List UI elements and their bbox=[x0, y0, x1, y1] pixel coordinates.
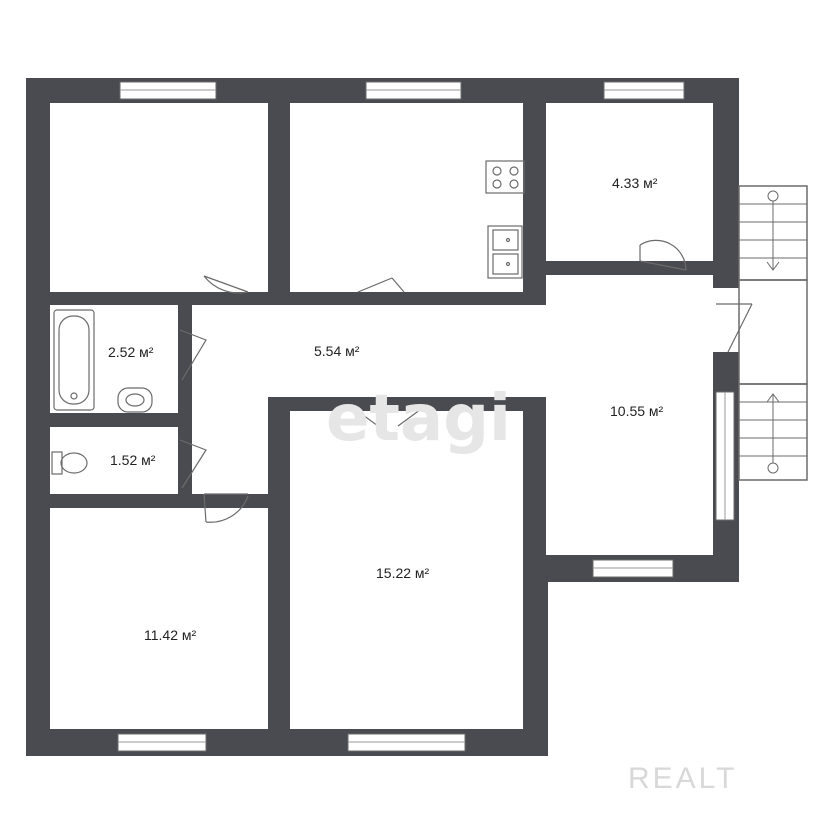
stairs-bottom bbox=[738, 383, 808, 481]
washbasin-icon bbox=[117, 387, 153, 413]
area-small-room: 4.33 м² bbox=[612, 175, 658, 191]
floor-toilet bbox=[50, 427, 178, 494]
stairs-top bbox=[738, 185, 808, 281]
floor-kitchen bbox=[290, 103, 523, 292]
realt-logo: REALT bbox=[628, 762, 737, 795]
sink-icon bbox=[487, 225, 523, 279]
door-toilet bbox=[179, 439, 207, 489]
floor-bedroom-bottom-left bbox=[50, 508, 268, 729]
window-sash-lines bbox=[118, 89, 726, 743]
doors bbox=[179, 239, 753, 523]
door-small-room bbox=[639, 239, 687, 271]
watermark: etagi bbox=[326, 382, 511, 456]
floor-living-room bbox=[290, 411, 523, 729]
door-bathroom bbox=[179, 329, 207, 381]
opening-vestibule bbox=[713, 288, 739, 352]
floor-corridor-vertical bbox=[192, 305, 268, 494]
door-entrance bbox=[716, 303, 753, 353]
floor-corridor bbox=[268, 305, 546, 397]
area-bathroom: 2.52 м² bbox=[108, 344, 154, 360]
area-living-room: 15.22 м² bbox=[376, 565, 430, 581]
door-bedroom-top-left bbox=[203, 275, 249, 294]
floor-bedroom-top-left bbox=[50, 103, 268, 292]
bathtub-icon bbox=[53, 309, 95, 411]
area-bedroom-bottom-left: 11.42 м² bbox=[144, 627, 197, 643]
area-corridor: 5.54 м² bbox=[314, 343, 360, 359]
stairs-icon bbox=[739, 190, 807, 474]
area-hall: 10.55 м² bbox=[610, 403, 664, 419]
stove-icon bbox=[485, 160, 525, 194]
porch bbox=[738, 185, 808, 481]
floor-hall bbox=[546, 275, 713, 555]
door-living-room bbox=[347, 403, 429, 427]
opening-kitchen-top-right bbox=[523, 305, 546, 383]
area-labels: 4.33 м² 2.52 м² 1.52 м² 5.54 м² 10.55 м²… bbox=[108, 175, 664, 643]
toilet-icon bbox=[51, 451, 88, 475]
door-bedroom-bottom-left bbox=[203, 493, 249, 523]
floor-small-room bbox=[546, 103, 713, 261]
door-kitchen bbox=[357, 277, 405, 293]
area-toilet: 1.52 м² bbox=[110, 452, 156, 468]
porch-landing bbox=[738, 279, 808, 385]
